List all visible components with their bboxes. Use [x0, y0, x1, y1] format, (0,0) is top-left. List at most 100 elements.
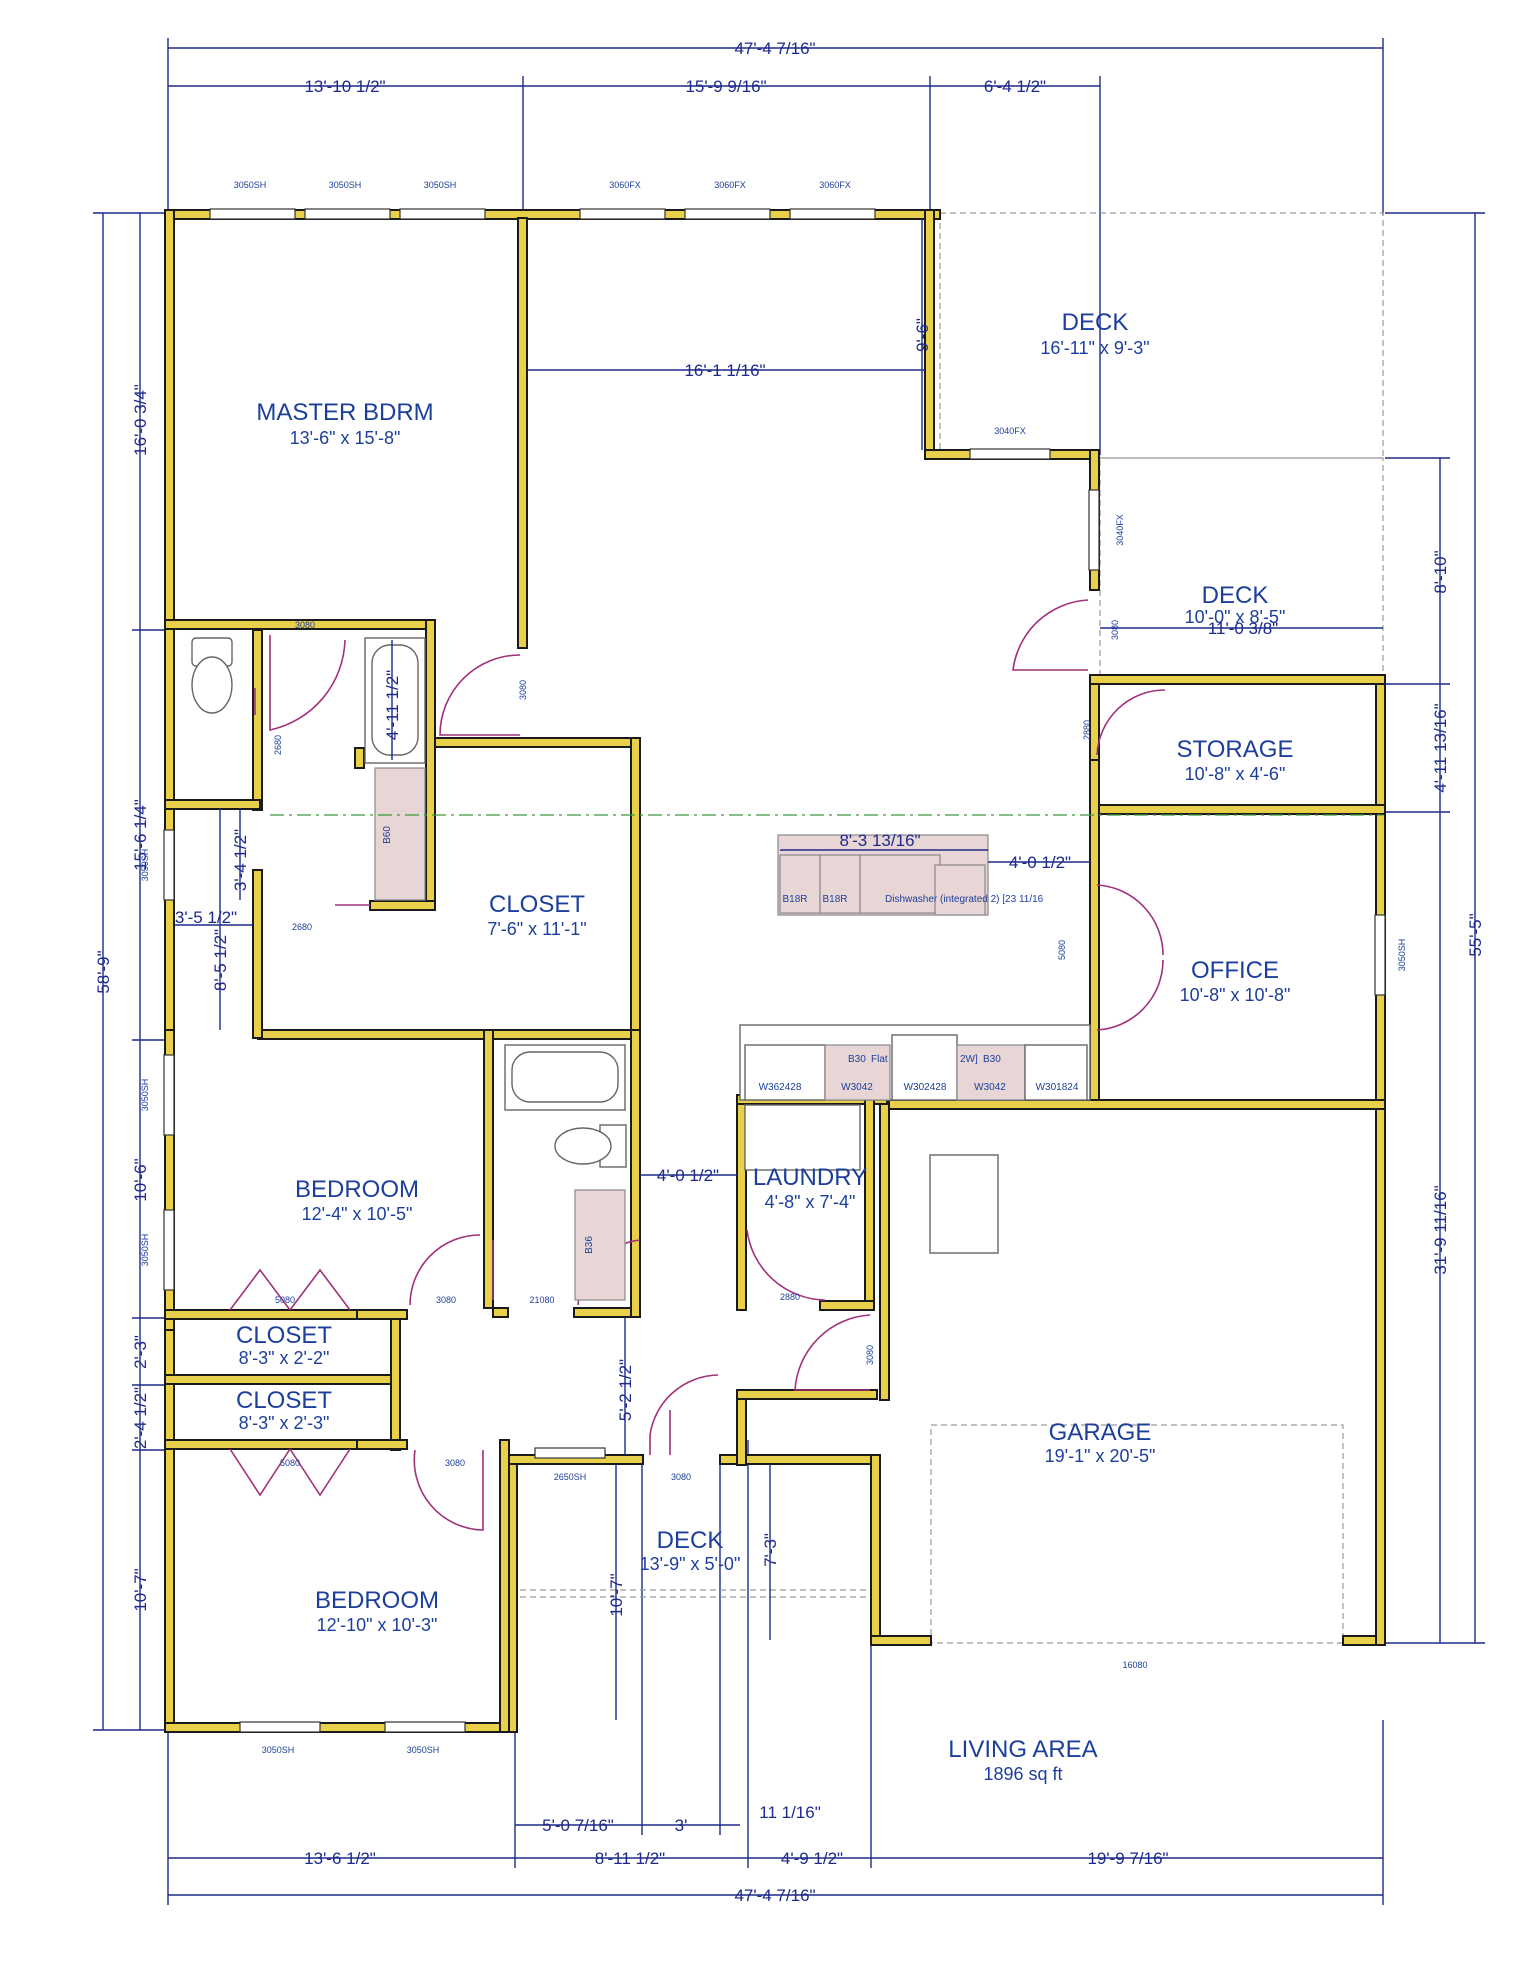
dim-hall-width: 4'-0 1/2" [657, 1166, 719, 1185]
room-master-name: MASTER BDRM [256, 399, 433, 426]
dim-island-gap: 4'-0 1/2" [1009, 853, 1071, 872]
dim-bottom-sub-2: 3' [675, 1816, 688, 1835]
door-label-laundry: 2880 [780, 1292, 800, 1302]
right-dimensions: 55'-5" 8'-10" 4'-11 13/16" 31'-9 11/16" [1385, 212, 1485, 1644]
room-bedroom2-name: BEDROOM [315, 1587, 439, 1614]
room-storage-name: STORAGE [1177, 736, 1294, 763]
room-deck-front-name: DECK [657, 1527, 724, 1554]
room-deck-mid-name: DECK [1202, 582, 1269, 609]
room-office-size: 10'-8" x 10'-8" [1180, 985, 1291, 1005]
window-label-top-6: 3060FX [819, 180, 851, 190]
window-label-deck: 3040FX [994, 426, 1026, 436]
living-area-value: 1896 sq ft [983, 1764, 1062, 1784]
room-garage-size: 19'-1" x 20'-5" [1045, 1446, 1156, 1466]
room-deck-top-name: DECK [1062, 309, 1129, 336]
dim-master-width: 16'-1 1/16" [684, 361, 765, 380]
door-label-bath-top: 3080 [295, 620, 315, 630]
kitchen-island: B18R B18R Dishwasher (integrated 2) [23 … [777, 831, 1090, 916]
dim-right-1: 8'-10" [1431, 550, 1450, 593]
room-deck-mid-size: 10'-0" x 8'-5" [1185, 607, 1286, 627]
window-label-deck-side: 3040FX [1115, 514, 1125, 546]
bottom-dimensions: 13'-6 1/2" 8'-11 1/2" 4'-9 1/2" 19'-9 7/… [167, 1440, 1384, 1905]
dim-bottom-sub-3: 11 1/16" [759, 1803, 821, 1822]
dim-bottom-2: 8'-11 1/2" [595, 1849, 665, 1868]
dim-island: 8'-3 13/16" [839, 831, 920, 850]
door-label-storage: 2880 [1082, 720, 1092, 740]
dim-hall-depth: 5'-2 1/2" [616, 1359, 635, 1421]
dim-top-3: 6'-4 1/2" [984, 77, 1046, 96]
door-label-bath-side: 2680 [273, 735, 283, 755]
shower2-label: B36 [584, 1236, 595, 1254]
dim-right-2: 4'-11 13/16" [1431, 703, 1450, 792]
windows: 3050SH 3050SH 3050SH 3060FX 3060FX 3060F… [140, 180, 1407, 1755]
dim-bath-a: 3'-4 1/2" [231, 829, 250, 891]
room-storage-size: 10'-8" x 4'-6" [1185, 764, 1286, 784]
counter-cab-1: W362428 [759, 1082, 802, 1093]
window-label-bottom-1: 3050SH [262, 1745, 295, 1755]
dim-left-4: 2'-3" [131, 1335, 150, 1369]
dim-right-3: 31'-9 11/16" [1431, 1185, 1450, 1274]
dim-bath-c: 8'-5 1/2" [211, 929, 230, 991]
dim-left-2: 15'-6 1/4" [131, 799, 150, 871]
door-label-closet3: 5080 [280, 1458, 300, 1468]
left-dimensions: 58'-9" 16'-0 3/4" 15'-6 1/4" 10'-6" 2'-3… [93, 212, 170, 1731]
room-master-size: 13'-6" x 15'-8" [290, 428, 401, 448]
interior-dimensions: 16'-1 1/16" 9'-6" 4'-11 1/2" 3'-4 1/2" 3… [174, 218, 1383, 1720]
kitchen-counter: W362428 B30 Flat W3042 W302428 2W] B30 W… [739, 1024, 1091, 1101]
dim-left-3: 10'-6" [131, 1158, 150, 1201]
dim-bath-b: 3'-5 1/2" [175, 908, 237, 927]
room-office-name: OFFICE [1191, 957, 1279, 984]
room-deck-top-size: 16'-11" x 9'-3" [1040, 338, 1149, 358]
door-label-garage: 16080 [1122, 1660, 1147, 1670]
counter-cab-3: Flat [871, 1054, 888, 1065]
door-label-front-entry: 3080 [671, 1472, 691, 1482]
dim-right-total: 55'-5" [1466, 913, 1485, 956]
window-label-top-4: 3060FX [609, 180, 641, 190]
dim-bottom-total: 47'-4 7/16" [734, 1886, 815, 1905]
counter-cab-2: B30 [848, 1054, 866, 1065]
door-label-bed1: 3080 [436, 1295, 456, 1305]
counter-cab-8: W3042 [974, 1082, 1006, 1093]
window-label-front: 2650SH [554, 1472, 587, 1482]
island-cab-2: B18R [822, 894, 847, 905]
dim-bottom-4: 19'-9 7/16" [1087, 1849, 1168, 1868]
dim-left-6: 10'-7" [131, 1568, 150, 1611]
door-label-master: 3080 [518, 680, 528, 700]
door-label-bath2: 21080 [529, 1295, 554, 1305]
dim-top-2: 15'-9 9/16" [685, 77, 766, 96]
dim-bottom-sub-1: 5'-0 7/16" [542, 1816, 614, 1835]
door-label-office: 5080 [1057, 940, 1067, 960]
door-label-bed2: 3080 [445, 1458, 465, 1468]
window-label-top-1: 3050SH [234, 180, 267, 190]
room-garage-name: GARAGE [1049, 1419, 1152, 1446]
window-label-bottom-2: 3050SH [407, 1745, 440, 1755]
dim-deck-right-width: 11'-0 3/8" [1208, 619, 1278, 638]
room-closet3-name: CLOSET [236, 1387, 332, 1414]
room-bedroom1-name: BEDROOM [295, 1176, 419, 1203]
counter-cab-6: 2W] [960, 1054, 978, 1065]
dim-left-1: 16'-0 3/4" [131, 384, 150, 456]
living-area-label: LIVING AREA [948, 1736, 1097, 1763]
door-label-deck: 3080 [1110, 620, 1120, 640]
door-label-bath-lower: 2680 [292, 922, 312, 932]
room-bedroom2-size: 12'-10" x 10'-3" [317, 1615, 438, 1635]
room-laundry-size: 4'-8" x 7'-4" [765, 1192, 856, 1212]
window-label-top-2: 3050SH [329, 180, 362, 190]
room-closet2-size: 8'-3" x 2'-2" [239, 1348, 330, 1368]
top-dimensions: 47'-4 7/16" 13'-10 1/2" 15'-9 9/16" 6'-4… [167, 38, 1384, 455]
counter-cab-7: B30 [983, 1054, 1001, 1065]
door-label-garage-entry: 3080 [865, 1345, 875, 1365]
dim-bottom-1: 13'-6 1/2" [304, 1849, 376, 1868]
dim-deck-depth: 9'-6" [913, 318, 932, 352]
room-bedroom1-size: 12'-4" x 10'-5" [302, 1204, 413, 1224]
doors: 3080 2680 2680 3080 3080 2880 5080 5080 … [229, 599, 1166, 1670]
dim-garage-gap: 7'-3" [761, 1533, 780, 1567]
dim-tub: 4'-11 1/2" [383, 670, 402, 740]
counter-cab-5: W302428 [904, 1082, 947, 1093]
window-label-left-b: 3050SH [140, 1079, 150, 1112]
dim-left-5: 2'-4 1/2" [131, 1387, 150, 1449]
shower1-label: B60 [382, 826, 393, 844]
room-closet2-name: CLOSET [236, 1322, 332, 1349]
room-closet-main-size: 7'-6" x 11'-1" [487, 919, 586, 939]
